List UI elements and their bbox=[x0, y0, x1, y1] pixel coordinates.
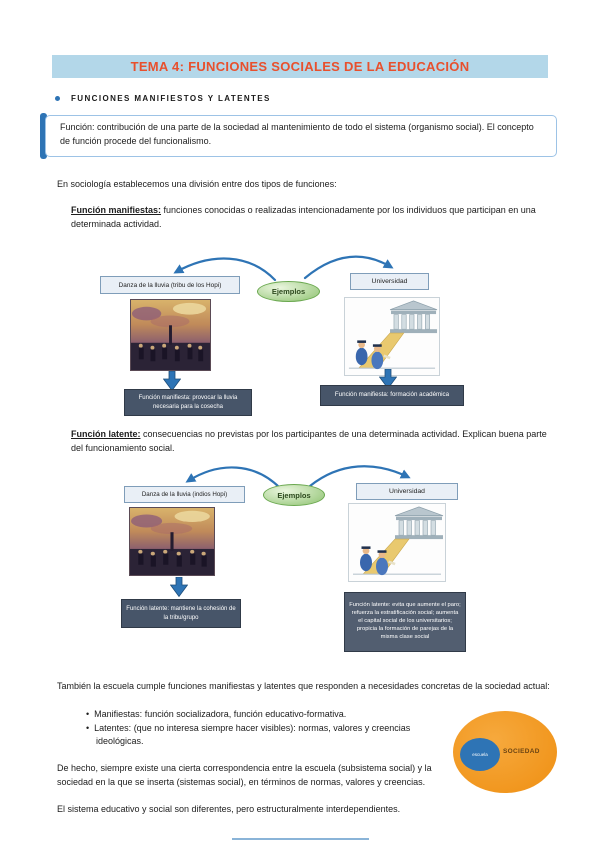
definition-accent-bar bbox=[40, 113, 47, 159]
manifest-term: Función manifiestas: bbox=[71, 205, 162, 215]
university-clipart-image bbox=[344, 297, 440, 376]
university-art bbox=[349, 504, 445, 581]
bullet-icon bbox=[55, 96, 60, 101]
caption-manifest-rain: Función manifiesta: provocar la lluvia n… bbox=[124, 389, 252, 416]
school-functions-intro: También la escuela cumple funciones mani… bbox=[57, 681, 550, 691]
rain-dance-painting-image bbox=[130, 299, 211, 371]
latent-definition: Función latente: consecuencias no previs… bbox=[71, 428, 551, 456]
rain-dance-art bbox=[130, 508, 214, 575]
section-heading: FUNCIONES MANIFIESTOS Y LATENTES bbox=[55, 94, 271, 103]
down-arrow-icon bbox=[163, 371, 181, 391]
bullet-latentes-text: (que no interesa siempre hacer visibles)… bbox=[96, 722, 411, 747]
latent-term: Función latente: bbox=[71, 429, 141, 439]
curved-arrows-icon bbox=[185, 465, 411, 490]
ejemplos-ellipse-latent: Ejemplos bbox=[263, 484, 325, 506]
escuela-circle: escuela bbox=[460, 738, 500, 771]
intro-paragraph: En sociología establecemos una división … bbox=[57, 179, 337, 189]
down-arrow-icon bbox=[170, 577, 188, 597]
down-arrow-icon bbox=[379, 369, 397, 389]
manifest-definition: Función manifiestas: funciones conocidas… bbox=[71, 204, 545, 232]
caption-latent-rain: Función latente: mantiene la cohesión de… bbox=[121, 599, 241, 628]
curved-arrows-icon bbox=[173, 255, 394, 282]
label-rain-dance-latent: Danza de la lluvia (indios Hopi) bbox=[124, 486, 245, 503]
school-bullets-list: Manifiestas: función socializadora, func… bbox=[86, 708, 454, 749]
sociedad-escuela-diagram: escuela SOCIEDAD bbox=[453, 711, 557, 793]
label-universidad-latent: Universidad bbox=[356, 483, 458, 500]
caption-manifest-university: Función manifiesta: formación académica bbox=[320, 385, 464, 406]
sociedad-label: SOCIEDAD bbox=[503, 748, 540, 755]
definition-text: Función: contribución de una parte de la… bbox=[60, 122, 534, 146]
closing-paragraph-2: El sistema educativo y social son difere… bbox=[57, 804, 401, 814]
label-rain-dance-manifest: Danza de la lluvia (tribu de los Hopi) bbox=[100, 276, 240, 294]
caption-latent-university: Función latente: evita que aumente el pa… bbox=[344, 592, 466, 652]
manifest-text: funciones conocidas o realizadas intenci… bbox=[71, 205, 536, 229]
bullet-manifiestas: Manifiestas: función socializadora, func… bbox=[86, 708, 454, 722]
closing-paragraph-1: De hecho, siempre existe una cierta corr… bbox=[57, 763, 432, 787]
rain-dance-art bbox=[131, 300, 210, 370]
latent-text: consecuencias no previstas por los parti… bbox=[71, 429, 547, 453]
bullet-manifiestas-text: función socializadora, función educativo… bbox=[142, 709, 347, 719]
rain-dance-painting-image bbox=[129, 507, 215, 576]
bullet-manifiestas-term: Manifiestas: bbox=[94, 709, 143, 719]
label-universidad-manifest: Universidad bbox=[350, 273, 429, 290]
ejemplos-ellipse-manifest: Ejemplos bbox=[257, 281, 320, 302]
footer-divider bbox=[232, 838, 369, 840]
definition-box: Función: contribución de una parte de la… bbox=[45, 115, 557, 157]
university-clipart-image bbox=[348, 503, 446, 582]
bullet-latentes-term: Latentes: bbox=[94, 722, 132, 733]
section-heading-label: FUNCIONES MANIFIESTOS Y LATENTES bbox=[71, 94, 271, 103]
page-title: TEMA 4: FUNCIONES SOCIALES DE LA EDUCACI… bbox=[52, 55, 548, 78]
bullet-latentes: Latentes: (que no interesa siempre hacer… bbox=[86, 722, 454, 749]
university-art bbox=[345, 298, 439, 375]
